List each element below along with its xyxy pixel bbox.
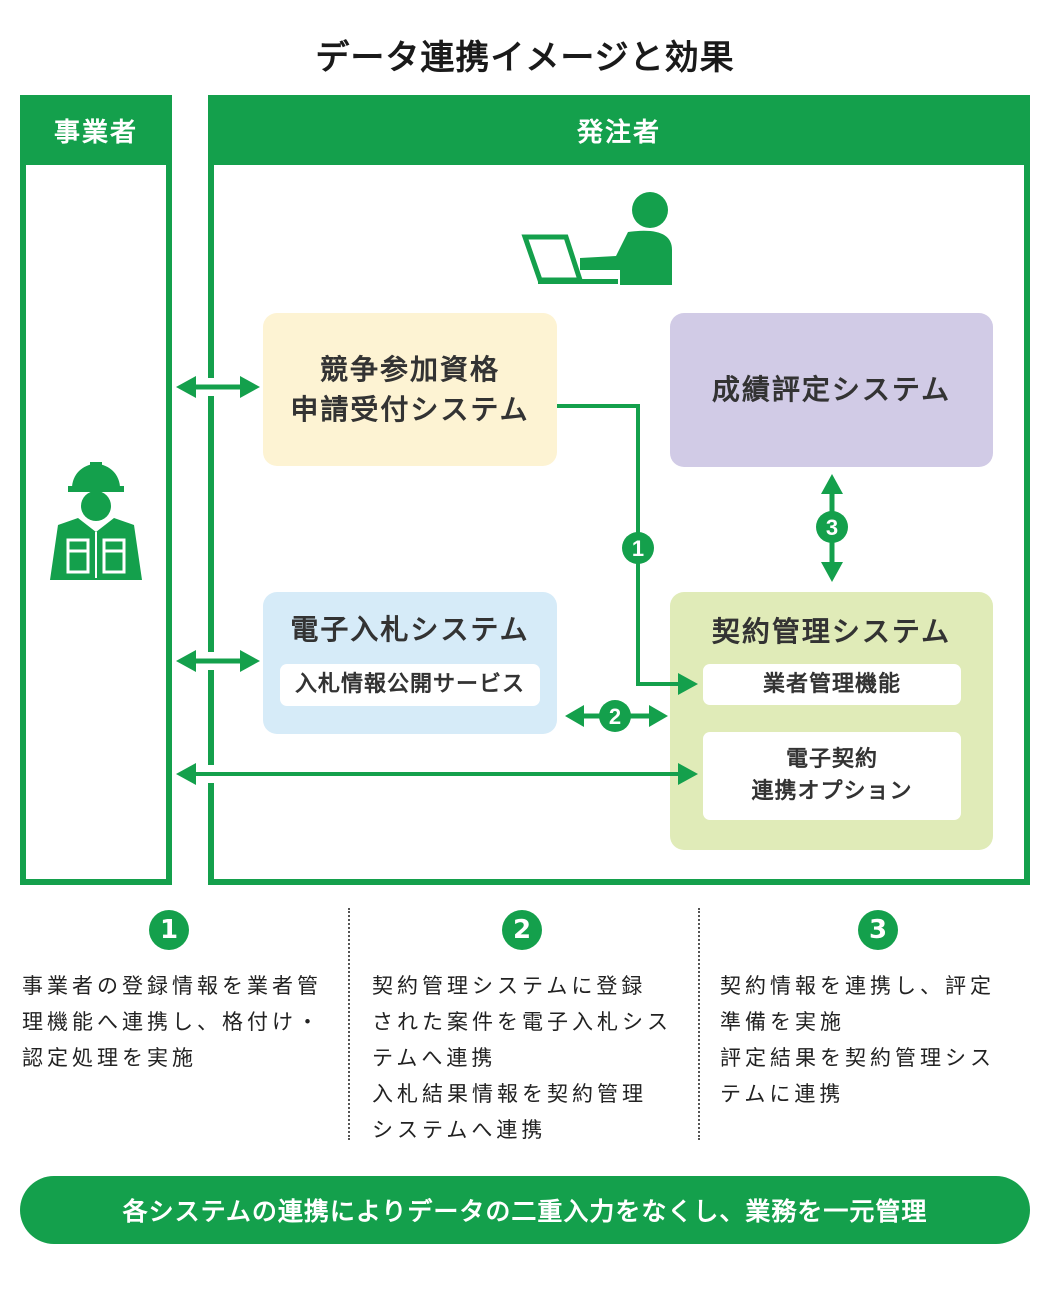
column-divider [698,908,700,1140]
effect-number-2: 2 [502,910,542,950]
effect-line: 事業者の登録情報を業者管 [22,974,322,998]
effect-line: 準備を実施 [720,1010,845,1034]
effect-line: システムへ連携 [372,1118,547,1142]
effect-column-3: 3 契約情報を連携し、評定 準備を実施 評定結果を契約管理シス テムに連携 [720,910,1050,1112]
effect-line: 認定処理を実施 [22,1046,197,1070]
e-contract-option-line2: 連携オプション [751,779,913,804]
effect-line: された案件を電子入札シス [372,1010,672,1034]
effect-line: 理機能へ連携し、格付け・ [22,1010,322,1034]
effect-number-1: 1 [149,910,189,950]
effect-line: 評定結果を契約管理シス [720,1046,995,1070]
e-contract-option-line1: 電子契約 [785,747,878,772]
business-panel [20,165,172,885]
qualification-system-line2: 申請受付システム [290,392,530,426]
e-contract-option: 電子契約 連携オプション [703,732,961,820]
effect-number-3: 3 [858,910,898,950]
grading-system-label: 成績評定システム [711,373,952,406]
orderer-panel-header: 発注者 [208,95,1030,165]
bidding-system-box: 電子入札システム [263,592,557,734]
effect-line: 入札結果情報を契約管理 [372,1082,647,1106]
effect-description-2: 契約管理システムに登録 された案件を電子入札シス テムへ連携 入札結果情報を契約… [372,968,702,1148]
business-panel-header: 事業者 [20,95,172,165]
qualification-system-line1: 競争参加資格 [319,352,500,386]
effect-line: テムへ連携 [372,1046,497,1070]
diagram-title: データ連携イメージと効果 [315,38,735,78]
effect-column-2: 2 契約管理システムに登録 された案件を電子入札シス テムへ連携 入札結果情報を… [372,910,702,1148]
contract-system-label: 契約管理システム [711,615,952,648]
grading-system-box: 成績評定システム [670,313,993,467]
effect-line: 契約情報を連携し、評定 [720,974,995,998]
effect-description-1: 事業者の登録情報を業者管 理機能へ連携し、格付け・ 認定処理を実施 [22,968,352,1076]
summary-banner: 各システムの連携によりデータの二重入力をなくし、業務を一元管理 [20,1176,1030,1244]
effect-column-1: 1 事業者の登録情報を業者管 理機能へ連携し、格付け・ 認定処理を実施 [22,910,352,1076]
vendor-management-function: 業者管理機能 [703,664,961,705]
effect-description-3: 契約情報を連携し、評定 準備を実施 評定結果を契約管理シス テムに連携 [720,968,1050,1112]
column-divider [348,908,350,1140]
effect-line: テムに連携 [720,1082,845,1106]
bidding-system-label: 電子入札システム [290,613,530,646]
qualification-system-box: 競争参加資格 申請受付システム [263,313,557,466]
bid-info-service: 入札情報公開サービス [280,664,540,706]
effect-line: 契約管理システムに登録 [372,974,647,998]
